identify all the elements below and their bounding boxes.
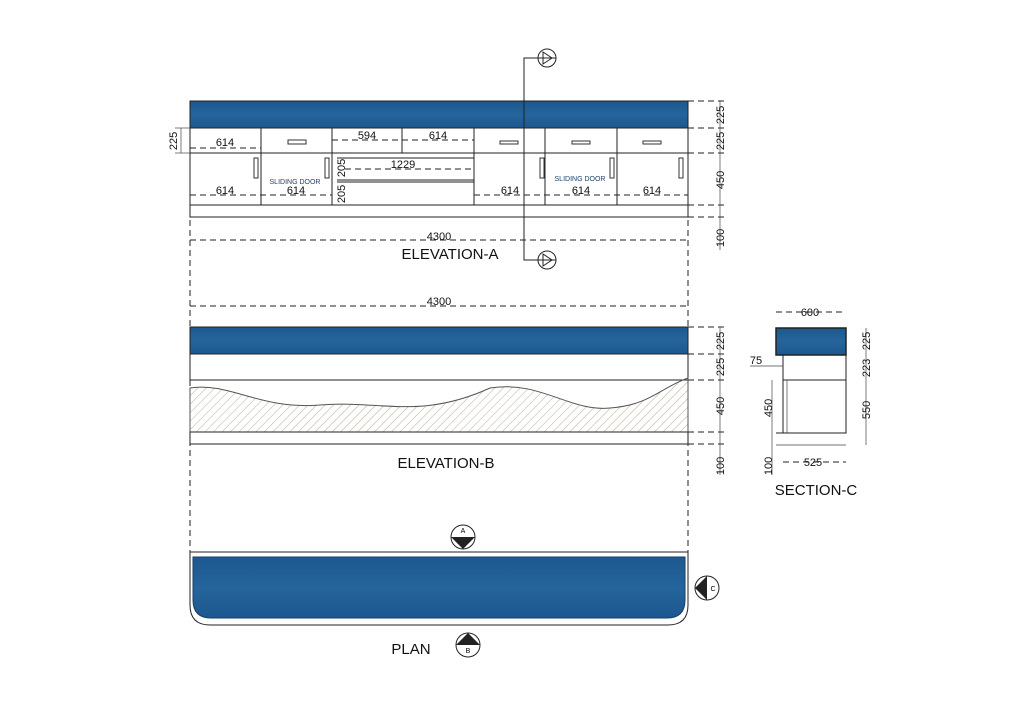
marker-label: C <box>710 586 715 593</box>
dim: 525 <box>804 457 822 469</box>
dim: 225 <box>861 332 873 350</box>
door-label: SLIDING DOOR <box>555 176 606 183</box>
dim: 614 <box>216 137 234 149</box>
dim: 225 <box>715 132 727 150</box>
dim: 225 <box>715 332 727 350</box>
overall-dim: 4300 <box>427 231 451 243</box>
marker-label: B <box>466 648 471 655</box>
marker-c-icon: C <box>694 575 720 601</box>
door-label: SLIDING DOOR <box>270 179 321 186</box>
section-cut-line <box>523 48 557 270</box>
marker-label: A <box>461 528 466 535</box>
dim: 75 <box>750 355 762 367</box>
marker-b-icon: B <box>455 632 481 658</box>
dim: 614 <box>287 185 305 197</box>
plan: A B C PLAN <box>189 524 720 658</box>
dim: 225 <box>715 106 727 124</box>
worktop-b <box>189 326 689 355</box>
marker-a-icon: A <box>450 524 476 550</box>
dim: 205 <box>336 185 348 203</box>
elevation-b: 4300 225 225 450 100 ELEVATION-B <box>189 296 727 475</box>
dim: 550 <box>861 401 873 419</box>
overall-dim: 4300 <box>427 296 451 308</box>
dim: 450 <box>763 399 775 417</box>
dim: 205 <box>336 159 348 177</box>
section-c: 600 525 75 450 100 225 223 550 SECTION-C <box>750 307 873 499</box>
dim: 600 <box>801 307 819 319</box>
plinth <box>189 204 689 218</box>
dim: 450 <box>715 397 727 415</box>
dim: 614 <box>572 185 590 197</box>
drawer-handles <box>253 139 684 179</box>
dim: 614 <box>429 130 447 142</box>
wall-hatch <box>189 377 689 433</box>
dim: 614 <box>501 185 519 197</box>
dim: 614 <box>216 185 234 197</box>
dim: 225 <box>168 132 180 150</box>
dim: 100 <box>763 457 775 475</box>
plan-title: PLAN <box>391 641 430 658</box>
dim: 100 <box>715 229 727 247</box>
dim: 223 <box>861 359 873 377</box>
section-c-title: SECTION-C <box>775 482 858 499</box>
worktop-a <box>189 100 689 129</box>
elevation-a-title: ELEVATION-A <box>402 246 499 263</box>
dim: 614 <box>643 185 661 197</box>
dim: 225 <box>715 358 727 376</box>
plan-worktop <box>192 556 686 619</box>
dim: 1229 <box>391 159 415 171</box>
elevation-b-title: ELEVATION-B <box>398 455 495 472</box>
dim: 450 <box>715 171 727 189</box>
dim: 100 <box>715 457 727 475</box>
dim: 594 <box>358 130 376 142</box>
